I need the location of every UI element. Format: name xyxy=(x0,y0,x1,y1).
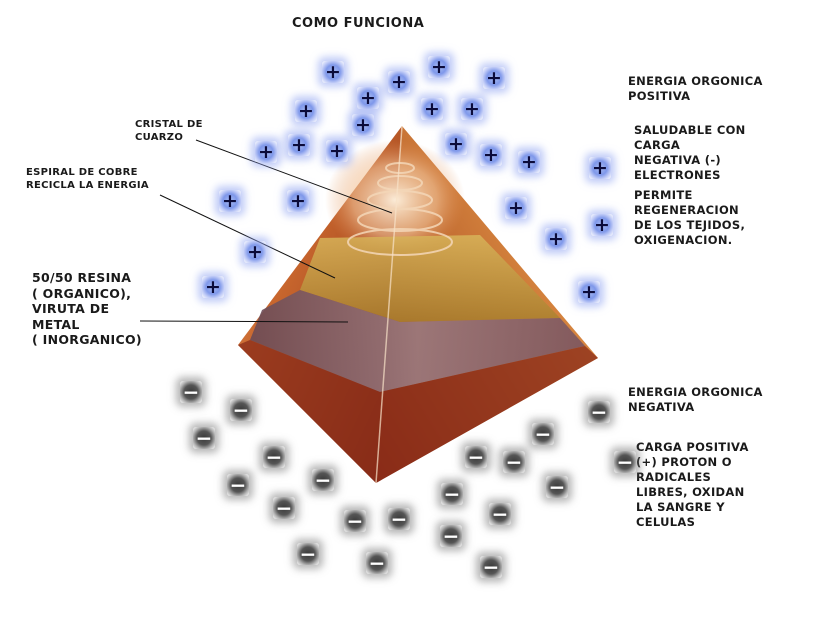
copper-spiral xyxy=(347,162,453,256)
label-cristal-de-cuarzo: CRISTAL DE CUARZO xyxy=(135,119,203,143)
plus-icon: + xyxy=(255,141,277,163)
label-espiral-de-cobre: ESPIRAL DE COBRE RECICLA LA ENERGIA xyxy=(26,167,149,191)
minus-icon: − xyxy=(193,426,215,450)
minus-icon: − xyxy=(588,400,610,424)
metal-shavings-layer xyxy=(250,290,585,392)
leader-line-cristal xyxy=(195,139,393,214)
minus-icon: − xyxy=(312,468,334,492)
plus-icon: + xyxy=(357,87,379,109)
label-energia-negativa: ENERGIA ORGONICA NEGATIVA xyxy=(628,385,763,414)
label-energia-positiva: ENERGIA ORGONICA POSITIVA xyxy=(628,74,763,103)
plus-icon: + xyxy=(461,98,483,120)
plus-icon: + xyxy=(322,61,344,83)
plus-icon: + xyxy=(591,214,613,236)
plus-icon: + xyxy=(326,140,348,162)
plus-icon: + xyxy=(244,241,266,263)
plus-icon: + xyxy=(219,190,241,212)
plus-icon: + xyxy=(578,281,600,303)
diagram-title: COMO FUNCIONA xyxy=(292,16,425,31)
minus-icon: − xyxy=(440,524,462,548)
minus-icon: − xyxy=(546,475,568,499)
label-carga-positiva: CARGA POSITIVA (+) PROTON O RADICALES LI… xyxy=(636,440,749,529)
minus-icon: − xyxy=(614,450,636,474)
plus-icon: + xyxy=(445,133,467,155)
minus-icon: − xyxy=(366,551,388,575)
minus-icon: − xyxy=(230,398,252,422)
minus-icon: − xyxy=(465,445,487,469)
plus-icon: + xyxy=(421,98,443,120)
plus-icon: + xyxy=(352,114,374,136)
gold-resin-layer xyxy=(300,235,560,322)
minus-icon: − xyxy=(503,450,525,474)
plus-icon: + xyxy=(483,67,505,89)
minus-icon: − xyxy=(441,482,463,506)
minus-icon: − xyxy=(344,509,366,533)
plus-icon: + xyxy=(545,228,567,250)
minus-icon: − xyxy=(263,445,285,469)
plus-icon: + xyxy=(288,134,310,156)
plus-icon: + xyxy=(518,151,540,173)
plus-icon: + xyxy=(428,56,450,78)
pyramid-base-layer xyxy=(238,340,598,483)
minus-icon: − xyxy=(273,496,295,520)
minus-icon: − xyxy=(489,502,511,526)
minus-icon: − xyxy=(532,422,554,446)
plus-icon: + xyxy=(295,100,317,122)
plus-icon: + xyxy=(505,197,527,219)
leader-line-espiral xyxy=(159,194,336,279)
plus-icon: + xyxy=(480,144,502,166)
minus-icon: − xyxy=(180,380,202,404)
label-resina-viruta: 50/50 RESINA ( ORGANICO), VIRUTA DE META… xyxy=(32,270,142,347)
quartz-crystal-glow xyxy=(325,140,465,260)
leader-line-resina xyxy=(139,320,349,323)
plus-icon: + xyxy=(202,276,224,298)
minus-icon: − xyxy=(388,507,410,531)
label-saludable: SALUDABLE CON CARGA NEGATIVA (-) ELECTRO… xyxy=(634,123,746,182)
minus-icon: − xyxy=(297,542,319,566)
minus-icon: − xyxy=(480,555,502,579)
plus-icon: + xyxy=(287,190,309,212)
plus-icon: + xyxy=(388,71,410,93)
plus-icon: + xyxy=(589,157,611,179)
label-permite-regeneracion: PERMITE REGENERACION DE LOS TEJIDOS, OXI… xyxy=(634,188,746,247)
minus-icon: − xyxy=(227,473,249,497)
pyramid-front-edge xyxy=(375,125,403,484)
